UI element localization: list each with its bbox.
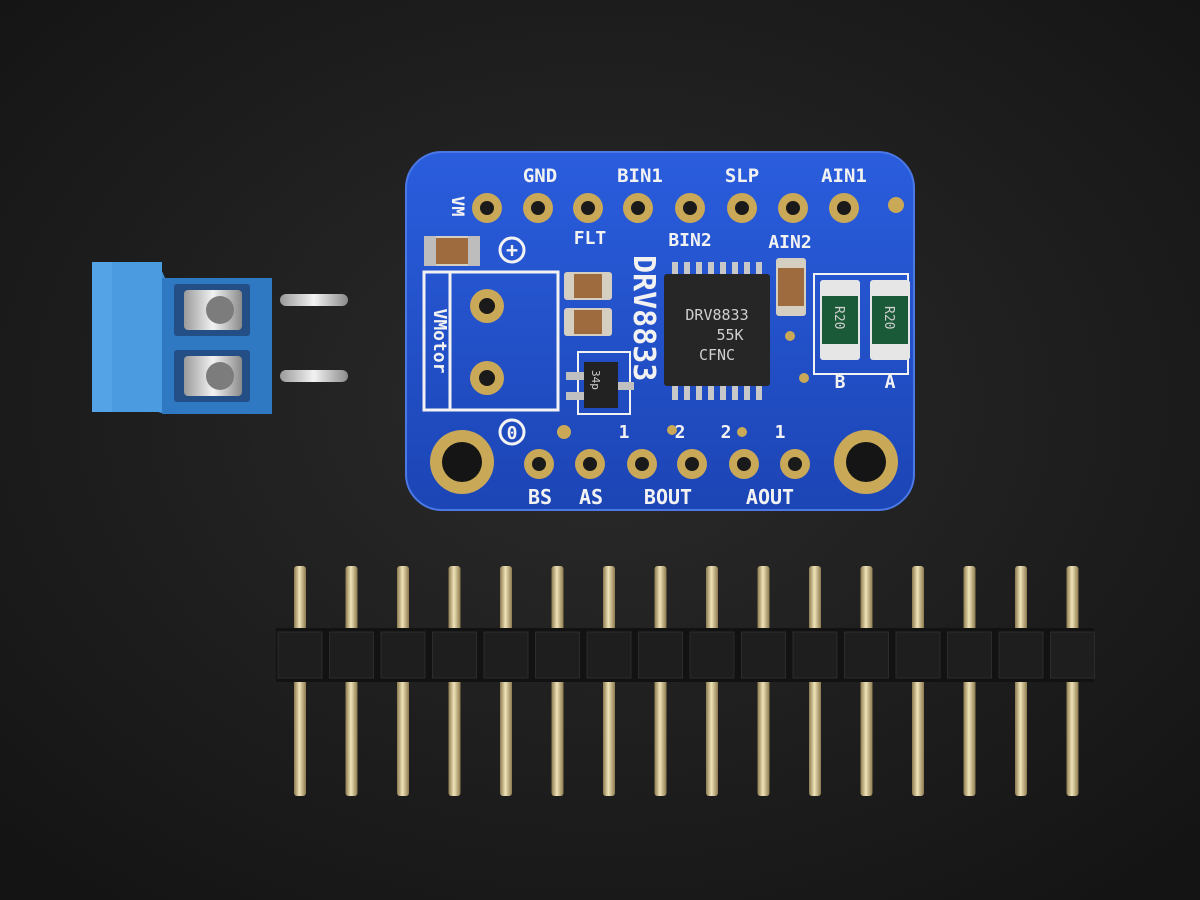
label-bs: BS <box>528 485 552 509</box>
drv8833-chip: DRV8833 55K CFNC <box>664 262 770 400</box>
header-segment <box>277 631 323 679</box>
header-segment <box>535 631 580 679</box>
chip-line-2: 55K <box>716 326 743 344</box>
label-vm: VM <box>447 196 467 216</box>
header-segment <box>689 631 735 679</box>
chip-line-1: DRV8833 <box>685 306 748 324</box>
board-title: DRV8833 <box>626 255 661 381</box>
header-segment <box>638 631 683 679</box>
header-segment <box>483 631 529 679</box>
header-segment <box>586 631 632 679</box>
header-segment <box>1050 631 1095 679</box>
pin-header-strip <box>276 566 1095 796</box>
header-segment <box>432 631 477 679</box>
label-flt: FLT <box>574 228 607 249</box>
sense-resistors: R20 R20 B A <box>813 273 910 393</box>
label-bout: BOUT <box>644 485 692 509</box>
pad-number-2a: 2 <box>675 422 686 443</box>
mounting-holes <box>430 430 898 494</box>
label-vmotor: VMotor <box>429 308 450 373</box>
label-slp: SLP <box>725 165 759 187</box>
resistor-b-code: R20 <box>831 306 846 329</box>
capacitors <box>564 258 806 336</box>
header-segment <box>998 631 1044 679</box>
label-cap-code: 34p <box>589 370 602 390</box>
pad-number-1a: 1 <box>619 422 630 443</box>
screw-terminal-block <box>92 262 348 414</box>
drv8833-breakout-board: VM GND BIN1 SLP AIN1 FLT BIN2 AIN2 + VMo… <box>405 151 915 511</box>
header-segment <box>844 631 889 679</box>
header-segment <box>741 631 786 679</box>
label-plus: + <box>506 238 518 262</box>
label-aout: AOUT <box>746 485 794 509</box>
header-segment <box>947 631 992 679</box>
header-segment <box>329 631 374 679</box>
label-gnd: GND <box>523 165 557 187</box>
label-ain1: AIN1 <box>821 165 867 187</box>
label-sense-b: B <box>835 372 846 393</box>
label-ain2: AIN2 <box>768 232 811 253</box>
resistor-a-code: R20 <box>881 306 896 329</box>
pad-number-2b: 2 <box>721 422 732 443</box>
label-sense-a: A <box>885 372 896 393</box>
top-header-pads <box>472 193 859 223</box>
header-segment <box>792 631 838 679</box>
header-segment <box>895 631 941 679</box>
bottom-header-pads <box>524 449 810 479</box>
label-bin2: BIN2 <box>668 230 711 251</box>
label-minus: 0 <box>507 423 518 444</box>
header-segment <box>380 631 426 679</box>
chip-line-3: CFNC <box>699 346 735 364</box>
label-as: AS <box>579 485 603 509</box>
pad-number-1b: 1 <box>775 422 786 443</box>
label-bin1: BIN1 <box>617 165 663 187</box>
